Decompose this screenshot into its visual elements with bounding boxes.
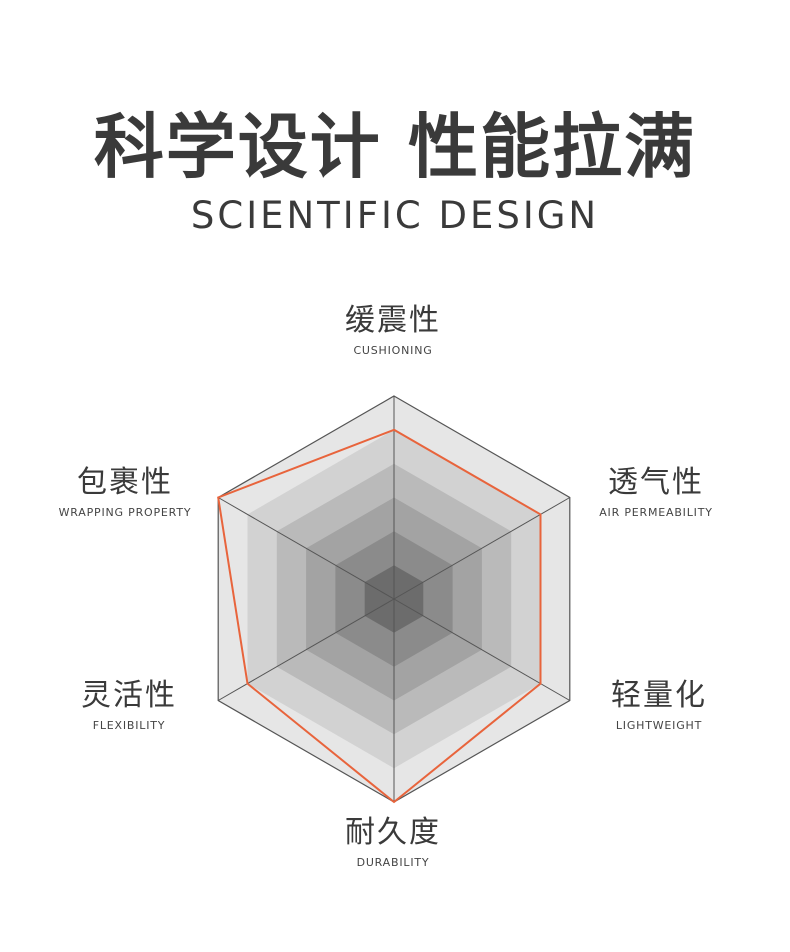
axis-label-flexibility: 灵活性 FLEXIBILITY [39,678,219,734]
radar-series-line [217,428,542,804]
axis-label-durability: 耐久度 DURABILITY [293,815,493,871]
axis-label-wrapping-property: 包裹性 WRAPPING PROPERTY [35,465,215,521]
axis-label-cushioning: 缓震性 CUSHIONING [293,303,493,359]
axis-label-lightweight: 轻量化 LIGHTWEIGHT [569,678,749,734]
axis-label-air-permeability: 透气性 AIR PERMEABILITY [566,465,746,521]
axis-label-cn: 灵活性 [81,678,177,713]
axis-label-en: LIGHTWEIGHT [615,719,703,732]
page-subtitle: SCIENTIFIC DESIGN [190,194,600,237]
axis-label-cn: 缓震性 [345,303,441,338]
axis-label-en: AIR PERMEABILITY [599,506,713,519]
axis-label-en: DURABILITY [356,856,430,869]
axis-label-cn: 轻量化 [611,678,707,713]
axis-label-en: WRAPPING PROPERTY [58,506,192,519]
axis-label-en: FLEXIBILITY [92,719,166,732]
radar-spoke [217,497,395,600]
axis-label-cn: 透气性 [608,465,704,500]
axis-label-cn: 包裹性 [77,465,173,500]
page-title: 科学设计 性能拉满 [93,106,697,188]
axis-label-cn: 耐久度 [345,815,441,850]
axis-label-en: CUSHIONING [353,344,433,357]
